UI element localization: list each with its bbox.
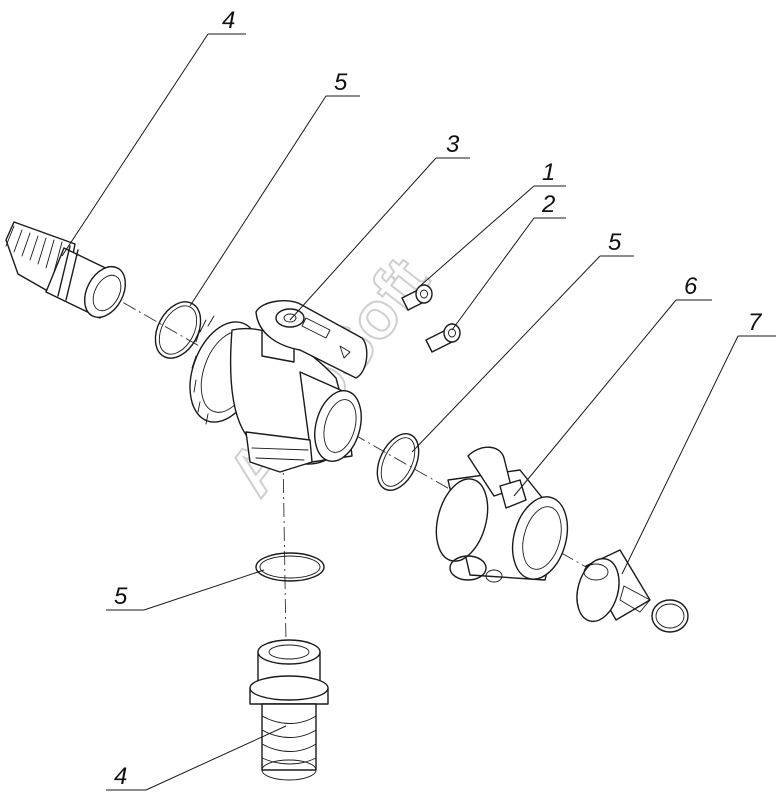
o-ring-right <box>376 433 420 491</box>
dust-plug <box>576 549 689 633</box>
callout-5-left: 5 <box>334 69 348 96</box>
callout-5-bottom: 5 <box>114 583 128 610</box>
callout-3: 3 <box>446 131 460 158</box>
callout-7: 7 <box>748 309 763 336</box>
callout-1: 1 <box>542 159 555 186</box>
callout-6: 6 <box>684 273 698 300</box>
callout-5-right: 5 <box>608 229 622 256</box>
callout-4-bottom: 4 <box>114 763 127 790</box>
leader-lines <box>61 33 776 791</box>
callout-2: 2 <box>541 191 555 218</box>
screw-1 <box>401 284 433 311</box>
hose-barb-bottom <box>249 639 329 781</box>
camlock-coupler <box>435 446 569 583</box>
hose-barb-top <box>5 221 127 319</box>
vertical-axis <box>282 454 289 771</box>
callout-4-top: 4 <box>222 7 235 34</box>
plug-2 <box>425 323 461 353</box>
o-ring-bottom <box>255 552 325 582</box>
valve-body <box>189 300 368 473</box>
